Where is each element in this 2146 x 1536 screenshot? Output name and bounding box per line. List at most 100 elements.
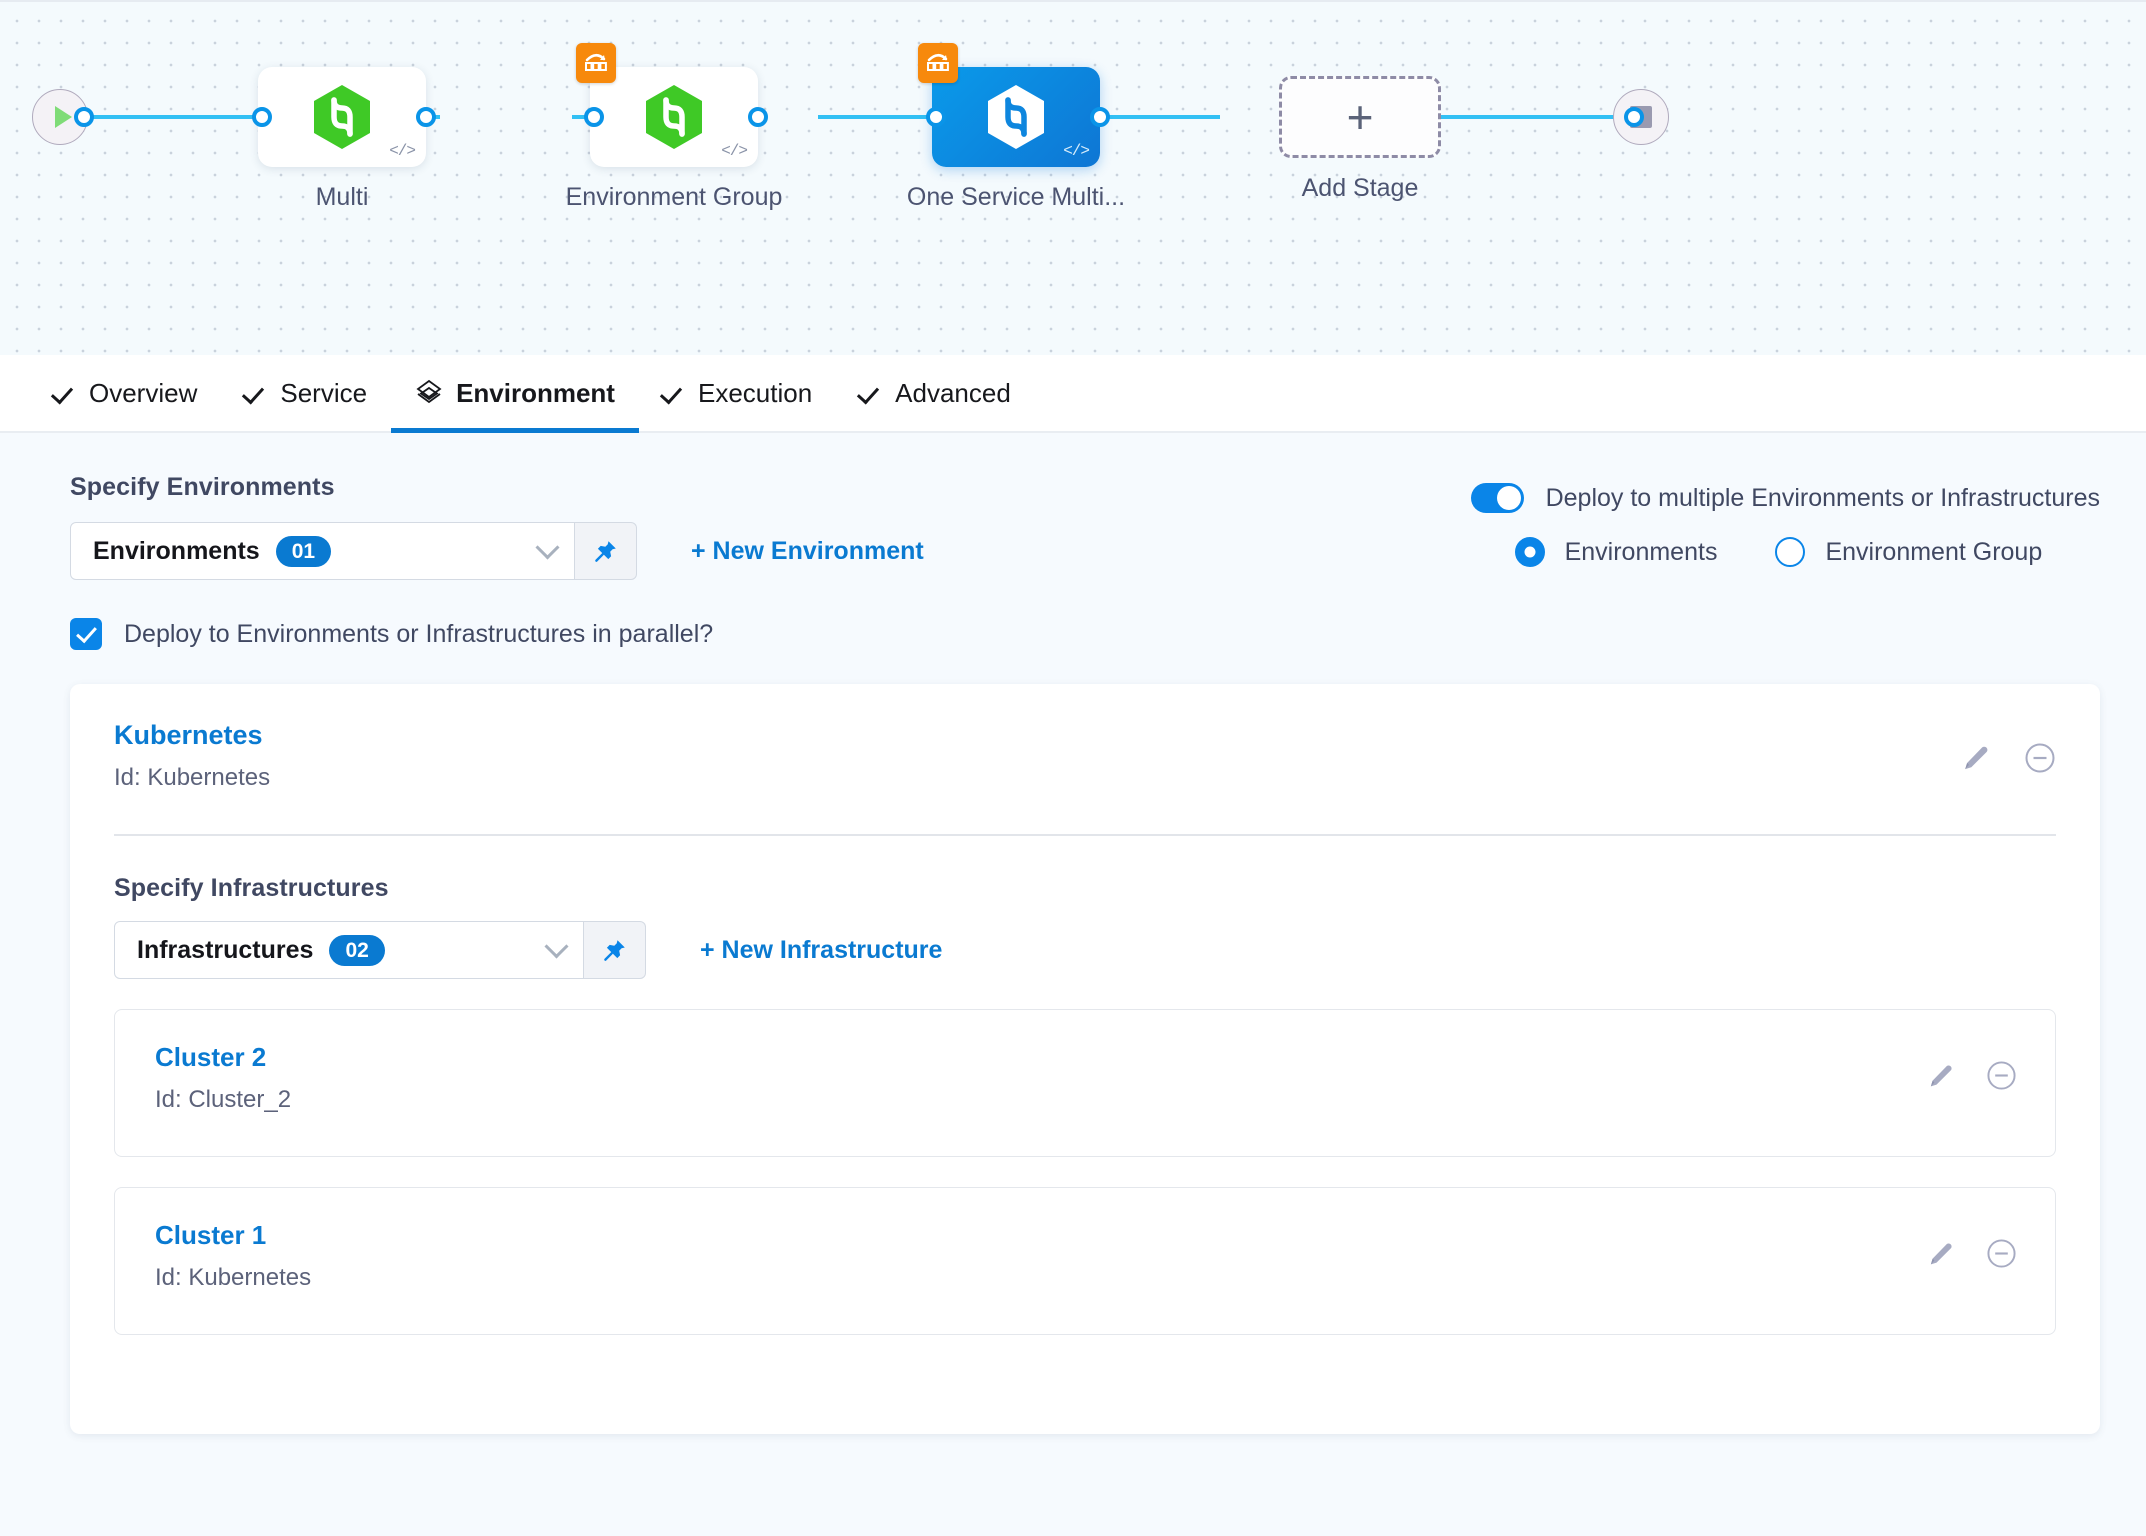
radio-environment-group-label: Environment Group <box>1825 537 2043 566</box>
parallel-deploy-checkbox[interactable] <box>70 618 102 650</box>
harness-hexagon-icon <box>314 85 370 149</box>
tab-execution[interactable]: Execution <box>639 354 836 432</box>
specify-infrastructures-block: Specify Infrastructures Infrastructures … <box>114 836 2056 1335</box>
new-infrastructure-button[interactable]: + New Infrastructure <box>700 935 943 964</box>
infrastructure-id-text: Id: Kubernetes <box>155 1264 312 1291</box>
infrastructures-select[interactable]: Infrastructures 02 <box>114 921 584 979</box>
looping-strategy-badge-icon <box>918 43 958 83</box>
minus-circle-icon <box>1987 1239 2016 1268</box>
pin-icon <box>594 541 616 562</box>
environment-card-actions <box>1960 720 2056 774</box>
environments-select[interactable]: Environments 01 <box>70 522 575 580</box>
tab-service[interactable]: Service <box>221 354 391 432</box>
stage-tabs: Overview Service Environment Execution A… <box>0 354 2146 434</box>
pencil-icon <box>1930 1064 1952 1086</box>
port-start-out[interactable] <box>74 107 94 127</box>
new-environment-button[interactable]: + New Environment <box>691 536 924 565</box>
infrastructures-pin-button[interactable] <box>584 921 646 979</box>
minus-circle-icon <box>2025 743 2055 773</box>
toggle-knob <box>1496 486 1521 510</box>
infrastructures-select-label: Infrastructures <box>137 935 314 964</box>
minus-circle-icon <box>1987 1061 2016 1090</box>
infrastructures-count-badge: 02 <box>329 934 385 966</box>
infrastructure-actions <box>1926 1042 2017 1091</box>
infrastructure-remove-button[interactable] <box>1986 1238 2017 1269</box>
code-view-icon[interactable]: </> <box>721 142 748 160</box>
port-stage1-out[interactable] <box>416 107 436 127</box>
deploy-options-block: Deploy to multiple Environments or Infra… <box>1470 473 2100 567</box>
infrastructure-edit-button[interactable] <box>1926 1240 1954 1268</box>
harness-hexagon-icon <box>646 85 702 149</box>
pipeline-stage-environment-group[interactable]: </> <box>576 43 758 167</box>
infrastructure-edit-button[interactable] <box>1926 1062 1954 1090</box>
environment-edit-button[interactable] <box>1960 743 1990 773</box>
harness-hexagon-icon <box>988 85 1044 149</box>
port-stage2-out[interactable] <box>748 107 768 127</box>
connector-line <box>1435 115 1630 119</box>
chevron-down-icon <box>544 933 569 959</box>
play-icon <box>54 106 72 128</box>
code-view-icon[interactable]: </> <box>389 142 416 160</box>
infrastructure-row[interactable]: Cluster 1 Id: Kubernetes <box>114 1187 2056 1335</box>
deploy-target-radio-group: Environments Environment Group <box>1471 537 2100 567</box>
port-stage3-out[interactable] <box>1090 107 1110 127</box>
environment-name-link[interactable]: Kubernetes <box>114 720 263 750</box>
connector-line <box>818 115 948 119</box>
parallel-deploy-row: Deploy to Environments or Infrastructure… <box>0 580 2146 650</box>
tab-overview[interactable]: Overview <box>30 354 221 432</box>
pipeline-canvas[interactable]: </> Multi </> Environment Group <box>0 0 2146 355</box>
layers-icon <box>416 379 442 404</box>
environments-select-row: Environments 01 + New Environment <box>70 522 924 580</box>
plus-icon: + <box>1346 90 1374 143</box>
environment-remove-button[interactable] <box>2024 742 2056 774</box>
environments-pin-button[interactable] <box>575 522 637 580</box>
pipeline-stage-one-service-multi[interactable]: </> <box>918 43 1100 167</box>
multi-deploy-toggle[interactable] <box>1470 483 1524 513</box>
environment-id-text: Id: Kubernetes <box>114 764 271 791</box>
specify-environments-title: Specify Environments <box>70 473 335 501</box>
radio-environments[interactable] <box>1514 537 1545 567</box>
check-icon <box>54 382 76 404</box>
port-stage2-in[interactable] <box>584 107 604 127</box>
looping-strategy-badge-icon <box>576 43 616 83</box>
add-stage-button[interactable]: + <box>1279 76 1441 158</box>
infrastructure-name-link[interactable]: Cluster 2 <box>155 1042 267 1072</box>
check-icon <box>245 382 267 404</box>
tab-label: Execution <box>697 377 813 408</box>
environments-count-badge: 01 <box>275 535 332 567</box>
environments-select-label: Environments <box>93 536 260 565</box>
environment-tab-content: Specify Environments Environments 01 + N… <box>0 433 2146 1536</box>
check-icon <box>663 382 685 404</box>
environments-header-row: Specify Environments Environments 01 + N… <box>0 433 2146 580</box>
infrastructure-remove-button[interactable] <box>1986 1060 2017 1091</box>
pencil-icon <box>1930 1242 1952 1264</box>
tab-label: Environment <box>456 377 615 408</box>
pipeline-stage-label: Environment Group <box>565 183 783 211</box>
parallel-deploy-label: Deploy to Environments or Infrastructure… <box>124 619 714 648</box>
tab-label: Service <box>280 377 368 408</box>
infrastructure-id-text: Id: Cluster_2 <box>155 1086 292 1113</box>
pin-icon <box>603 940 625 961</box>
port-end-in[interactable] <box>1624 107 1644 127</box>
infrastructure-row[interactable]: Cluster 2 Id: Cluster_2 <box>114 1009 2056 1157</box>
pipeline-stage-label: One Service Multi... <box>906 183 1126 211</box>
radio-environment-group[interactable] <box>1775 537 1806 567</box>
pipeline-stage-multi[interactable]: </> <box>258 67 426 167</box>
check-icon <box>860 382 882 404</box>
infrastructure-name-link[interactable]: Cluster 1 <box>155 1220 267 1250</box>
pencil-icon <box>1965 746 1988 770</box>
environment-card: Kubernetes Id: Kubernetes <box>70 684 2100 1434</box>
tab-label: Advanced <box>895 377 1011 408</box>
environment-card-header: Kubernetes Id: Kubernetes <box>114 720 2056 792</box>
tab-label: Overview <box>89 377 198 408</box>
infrastructure-actions <box>1926 1220 2017 1269</box>
tab-advanced[interactable]: Advanced <box>836 354 1035 432</box>
card-divider <box>114 834 2056 836</box>
tab-environment[interactable]: Environment <box>391 354 639 434</box>
specify-environments-block: Specify Environments Environments 01 + N… <box>70 473 924 580</box>
port-stage1-in[interactable] <box>252 107 272 127</box>
port-stage3-in[interactable] <box>926 107 946 127</box>
add-stage-label: Add Stage <box>1301 174 1419 202</box>
chevron-down-icon <box>535 534 560 560</box>
code-view-icon[interactable]: </> <box>1063 142 1090 160</box>
